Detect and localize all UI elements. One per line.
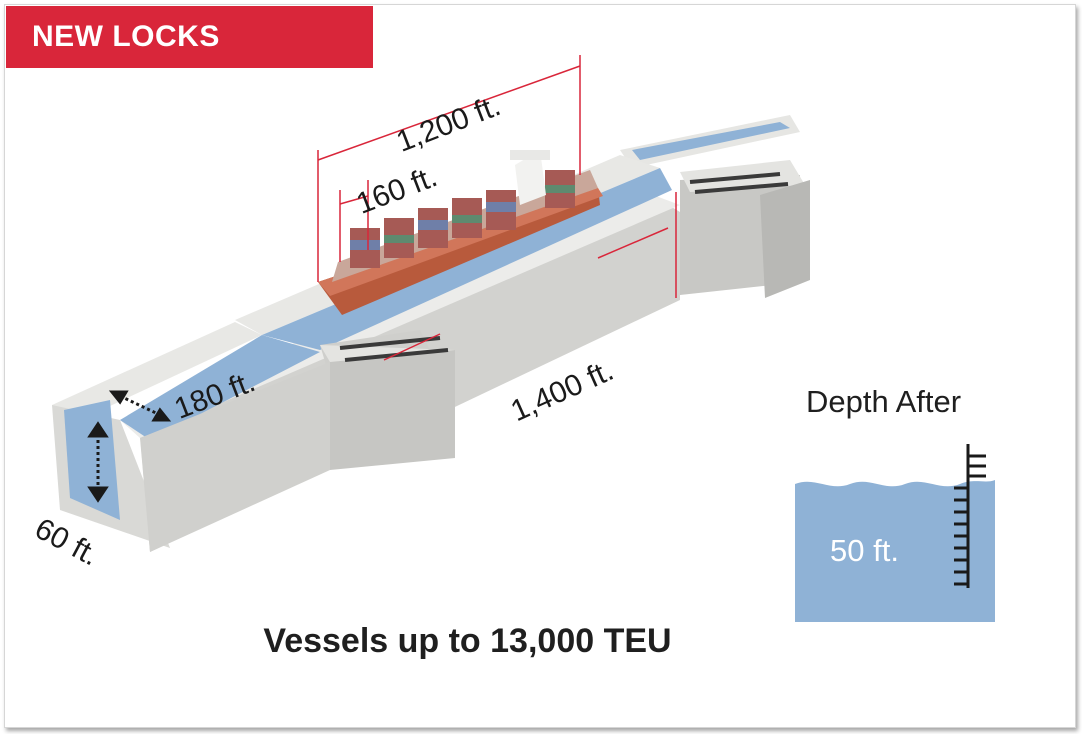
depth-panel-value: 50 ft. [830, 533, 899, 568]
dimension-lines [317, 55, 677, 361]
measurement-arrows [87, 390, 172, 503]
depth-panel-title: Depth After [806, 384, 962, 419]
depth-gauge [795, 444, 995, 622]
container-ship [318, 150, 603, 315]
header-title: NEW LOCKS [6, 6, 373, 68]
caption: Vessels up to 13,000 TEU [263, 622, 672, 660]
